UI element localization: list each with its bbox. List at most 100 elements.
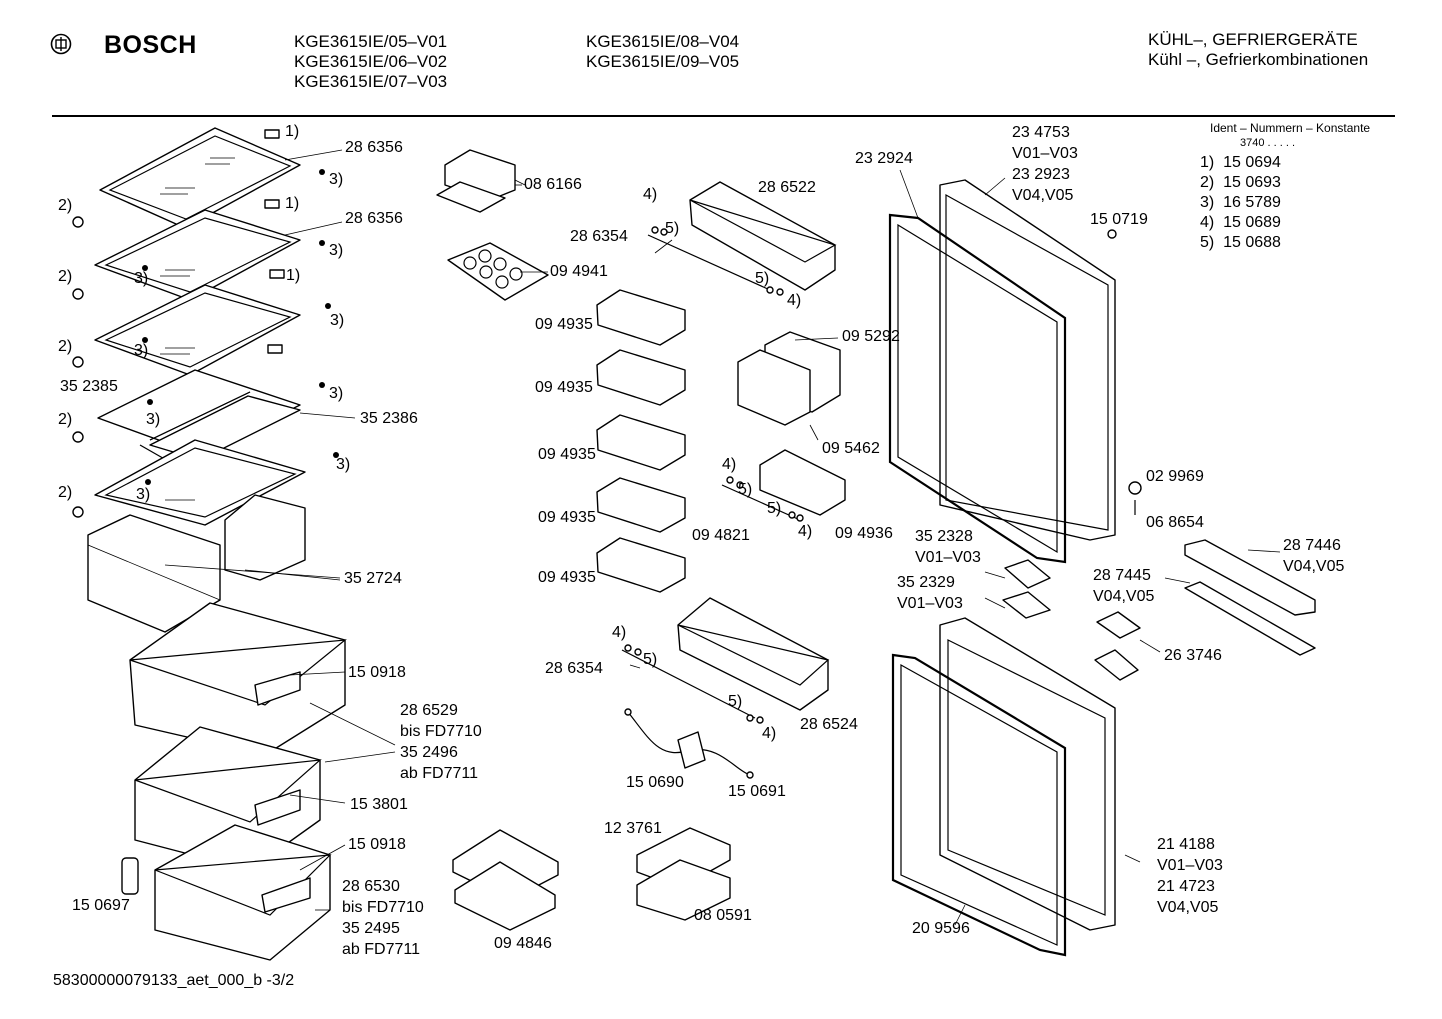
callout-number: 5) — [767, 500, 782, 517]
freezer-door — [939, 617, 1116, 931]
lower-door-bin — [621, 597, 830, 724]
glass-shelf-3 — [94, 284, 301, 376]
part-label: 08 6166 — [524, 176, 582, 193]
part-label: 09 5292 — [842, 328, 900, 345]
part-label: 28 7446 — [1283, 537, 1341, 554]
callout-number: 2) — [58, 484, 73, 501]
legend-title: Ident – Nummern – Konstante — [1210, 121, 1371, 135]
callout-number: 5) — [643, 651, 658, 668]
leader-lines-left — [164, 149, 396, 911]
category-title: KÜHL–, GEFRIERGERÄTE Kühl –, Gefrierkomb… — [1148, 30, 1368, 70]
callout-number: 2) — [58, 197, 73, 214]
part-label: 21 4723 — [1157, 878, 1215, 895]
legend-item: 3) 16 5789 — [1200, 194, 1281, 211]
callout-number: 4) — [612, 624, 627, 641]
callout-number: 3) — [146, 411, 161, 428]
part-label: bis FD7710 — [342, 899, 424, 916]
part-label: V04,V05 — [1283, 558, 1345, 575]
part-label: 35 2328 — [915, 528, 973, 545]
part-label: 35 2386 — [360, 410, 418, 427]
part-label: 28 6356 — [345, 210, 403, 227]
model-list-1: KGE3615IE/05–V01 KGE3615IE/06–V02 KGE361… — [294, 32, 447, 92]
legend-item: 5) 15 0688 — [1200, 234, 1281, 251]
part-label: 28 6524 — [800, 716, 858, 733]
part-label: 28 6354 — [570, 228, 628, 245]
leader-lines-right — [899, 169, 1281, 926]
part-label: 28 6530 — [342, 878, 400, 895]
part-label: 09 4935 — [535, 316, 593, 333]
category-line: KÜHL–, GEFRIERGERÄTE — [1148, 30, 1358, 49]
model-code: KGE3615IE/09–V05 — [586, 52, 740, 71]
part-label: 15 0918 — [348, 664, 406, 681]
crisper-drawers — [121, 602, 347, 961]
legend-code: 3740 . . . . . — [1240, 137, 1296, 149]
model-code: KGE3615IE/07–V03 — [294, 72, 448, 91]
part-label: 09 4935 — [538, 569, 596, 586]
callout-number: 4) — [722, 456, 737, 473]
part-label: V01–V03 — [1157, 857, 1223, 874]
callout-number: 5) — [728, 693, 743, 710]
callout-number: 3) — [336, 456, 351, 473]
part-label: 09 4821 — [692, 527, 750, 544]
callout-number: 5) — [738, 481, 753, 498]
glass-shelf-top — [99, 127, 301, 229]
callout-number: 1) — [285, 123, 300, 140]
door-shelves — [596, 289, 686, 593]
part-label: V01–V03 — [1012, 145, 1078, 162]
part-label: 35 2496 — [400, 744, 458, 761]
part-label: 02 9969 — [1146, 468, 1204, 485]
callout-number: 5) — [755, 270, 770, 287]
clip-icons — [72, 129, 339, 518]
callout-number: 4) — [798, 523, 813, 540]
part-label: V04,V05 — [1012, 187, 1074, 204]
legend-item: 2) 15 0693 — [1200, 174, 1281, 191]
header-rule — [52, 115, 1395, 117]
part-label: 15 0697 — [72, 897, 130, 914]
part-label: V01–V03 — [897, 595, 963, 612]
part-label: ab FD7711 — [342, 941, 420, 958]
part-label: V04,V05 — [1157, 899, 1219, 916]
legend-item: 1) 15 0694 — [1200, 154, 1281, 171]
part-label: 23 2923 — [1012, 166, 1070, 183]
glass-shelf-2 — [94, 209, 301, 301]
part-label: 06 8654 — [1146, 514, 1204, 531]
part-label: 28 6356 — [345, 139, 403, 156]
callout-number: 3) — [329, 171, 344, 188]
part-label: V01–V03 — [915, 549, 981, 566]
part-label: 09 4941 — [550, 263, 608, 280]
callout-number: 3) — [329, 385, 344, 402]
part-label: 28 7445 — [1093, 567, 1151, 584]
legend-item: 4) 15 0689 — [1200, 214, 1281, 231]
part-label: 21 4188 — [1157, 836, 1215, 853]
part-label: 09 4935 — [535, 379, 593, 396]
callout-number: 1) — [285, 195, 300, 212]
part-label: 35 2495 — [342, 920, 400, 937]
leader-lines-middle — [515, 184, 839, 669]
part-label: 15 0918 — [348, 836, 406, 853]
callout-number: 3) — [134, 270, 149, 287]
sensor-cable — [624, 708, 754, 779]
legend-list: 1) 15 0694 2) 15 0693 3) 16 5789 4) 15 0… — [1200, 153, 1281, 253]
part-label: 12 3761 — [604, 820, 662, 837]
bin-pair — [87, 494, 306, 633]
part-label: 15 0691 — [728, 783, 786, 800]
callout-number: 2) — [58, 268, 73, 285]
part-label: 08 0591 — [694, 907, 752, 924]
small-door-bin — [721, 449, 846, 522]
part-label: 20 9596 — [912, 920, 970, 937]
callout-number: 4) — [762, 725, 777, 742]
part-label: 15 3801 — [350, 796, 408, 813]
part-label: 09 4846 — [494, 935, 552, 952]
category-line: Kühl –, Gefrierkombinationen — [1148, 50, 1369, 69]
callout-number: 3) — [136, 486, 151, 503]
part-label: 28 6522 — [758, 179, 816, 196]
document-id: 58300000079133_aet_000_b -3/2 — [53, 972, 295, 989]
callout-number: 3) — [134, 342, 149, 359]
covers-rails-hinge — [1002, 229, 1316, 681]
callout-number: 4) — [787, 292, 802, 309]
part-label: 09 4935 — [538, 446, 596, 463]
butter-box — [436, 149, 526, 213]
glass-shelf-5 — [94, 439, 306, 526]
bosch-logo-icon — [50, 33, 72, 60]
